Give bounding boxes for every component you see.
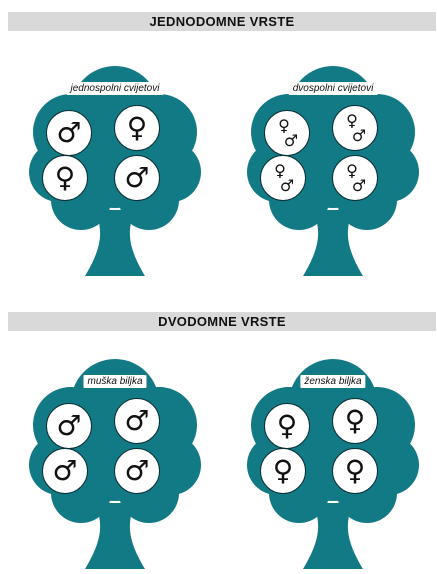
male-symbol-circle: ♂ bbox=[114, 398, 160, 444]
male-symbol-circle: ♂ bbox=[114, 155, 160, 201]
male-symbol-icon: ♂ bbox=[351, 126, 367, 145]
male-symbol-circle: ♂ bbox=[42, 448, 88, 494]
male-symbol-circle: ♂ bbox=[114, 448, 160, 494]
female-symbol-icon: ♀ bbox=[278, 115, 290, 135]
tree-label: jednospolni cvijetovi bbox=[66, 82, 164, 95]
female-symbol-icon: ♀ bbox=[346, 160, 358, 180]
male-symbol-icon: ♂ bbox=[283, 131, 299, 150]
female-symbol-icon: ♀ bbox=[276, 409, 298, 442]
male-symbol-circle: ♂ bbox=[46, 403, 92, 449]
female-symbol-circle: ♀ bbox=[332, 448, 378, 494]
section-title-dioecious: DVODOMNE VRSTE bbox=[8, 312, 436, 331]
female-symbol-circle: ♀ bbox=[42, 155, 88, 201]
female-symbol-icon: ♀ bbox=[126, 111, 148, 144]
male-symbol-circle: ♂ bbox=[46, 110, 92, 156]
male-symbol-icon: ♂ bbox=[351, 176, 367, 195]
female-symbol-icon: ♀ bbox=[346, 110, 358, 130]
bisexual-symbol-circle: ♀♂ bbox=[264, 110, 310, 156]
female-symbol-circle: ♀ bbox=[260, 448, 306, 494]
tree-unisexual-flowers: jednospolni cvijetovi ♂ ♀ ♀ ♂ bbox=[25, 50, 205, 280]
female-symbol-circle: ♀ bbox=[114, 105, 160, 151]
male-symbol-icon: ♂ bbox=[56, 409, 82, 442]
male-symbol-icon: ♂ bbox=[52, 454, 78, 487]
tree-label: muška biljka bbox=[83, 375, 147, 388]
bisexual-symbol-circle: ♀♂ bbox=[332, 105, 378, 151]
male-symbol-icon: ♂ bbox=[56, 116, 82, 149]
male-symbol-icon: ♂ bbox=[124, 454, 150, 487]
male-symbol-icon: ♂ bbox=[124, 404, 150, 437]
female-symbol-circle: ♀ bbox=[264, 403, 310, 449]
female-symbol-icon: ♀ bbox=[344, 404, 366, 437]
bisexual-symbol-circle: ♀♂ bbox=[260, 155, 306, 201]
female-symbol-icon: ♀ bbox=[272, 454, 294, 487]
tree-female-plant: ženska biljka ♀ ♀ ♀ ♀ bbox=[243, 343, 423, 573]
male-symbol-icon: ♂ bbox=[279, 176, 295, 195]
tree-label: ženska biljka bbox=[300, 375, 366, 388]
female-symbol-icon: ♀ bbox=[344, 454, 366, 487]
section-title-monoecious: JEDNODOMNE VRSTE bbox=[8, 12, 436, 31]
female-symbol-circle: ♀ bbox=[332, 398, 378, 444]
tree-male-plant: muška biljka ♂ ♂ ♂ ♂ bbox=[25, 343, 205, 573]
female-symbol-icon: ♀ bbox=[274, 160, 286, 180]
female-symbol-icon: ♀ bbox=[54, 161, 76, 194]
bisexual-symbol-circle: ♀♂ bbox=[332, 155, 378, 201]
tree-bisexual-flowers: dvospolni cvijetovi♀♂♀♂♀♂♀♂ bbox=[243, 50, 423, 280]
male-symbol-icon: ♂ bbox=[124, 161, 150, 194]
tree-label: dvospolni cvijetovi bbox=[288, 82, 378, 95]
